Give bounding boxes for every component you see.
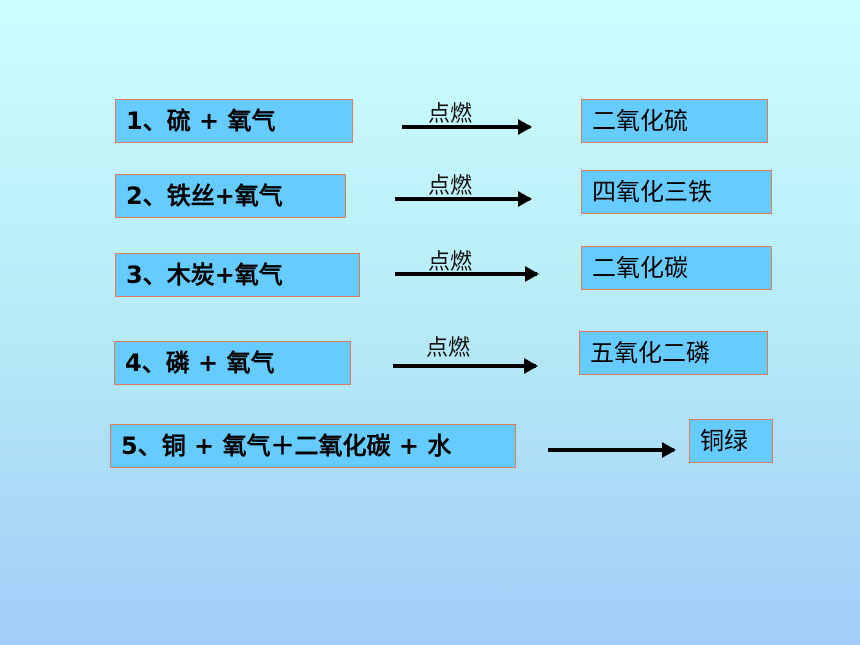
condition-label: 点燃 xyxy=(426,336,471,361)
product-box-4: 五氧化二磷 xyxy=(579,331,768,375)
product-text: 二氧化硫 xyxy=(592,107,688,135)
product-text: 二氧化碳 xyxy=(592,254,688,282)
arrow xyxy=(402,119,532,135)
product-text: 四氧化三铁 xyxy=(592,178,712,206)
reactants-text: 3、木炭+氧气 xyxy=(126,261,283,289)
condition-label: 点燃 xyxy=(428,102,473,127)
product-text: 铜绿 xyxy=(700,427,748,455)
reactants-text: 4、磷 + 氧气 xyxy=(125,349,275,377)
condition-label: 点燃 xyxy=(428,174,473,199)
arrow xyxy=(395,266,539,282)
reactants-text: 2、铁丝+氧气 xyxy=(126,182,283,210)
arrow xyxy=(548,442,676,458)
reactants-box-2: 2、铁丝+氧气 xyxy=(115,174,346,218)
reactants-text: 5、铜 + 氧气＋二氧化碳 + 水 xyxy=(121,432,452,460)
reactants-box-4: 4、磷 + 氧气 xyxy=(114,341,351,385)
reactants-box-3: 3、木炭+氧气 xyxy=(115,253,360,297)
product-box-2: 四氧化三铁 xyxy=(581,170,772,214)
reactants-box-1: 1、硫 + 氧气 xyxy=(115,99,353,143)
arrow xyxy=(393,358,538,374)
product-text: 五氧化二磷 xyxy=(590,339,710,367)
product-box-5: 铜绿 xyxy=(689,419,773,463)
reactants-box-5: 5、铜 + 氧气＋二氧化碳 + 水 xyxy=(110,424,516,468)
condition-label: 点燃 xyxy=(428,250,473,275)
reactants-text: 1、硫 + 氧气 xyxy=(126,107,276,135)
product-box-3: 二氧化碳 xyxy=(581,246,772,290)
product-box-1: 二氧化硫 xyxy=(581,99,768,143)
arrow xyxy=(395,191,532,207)
